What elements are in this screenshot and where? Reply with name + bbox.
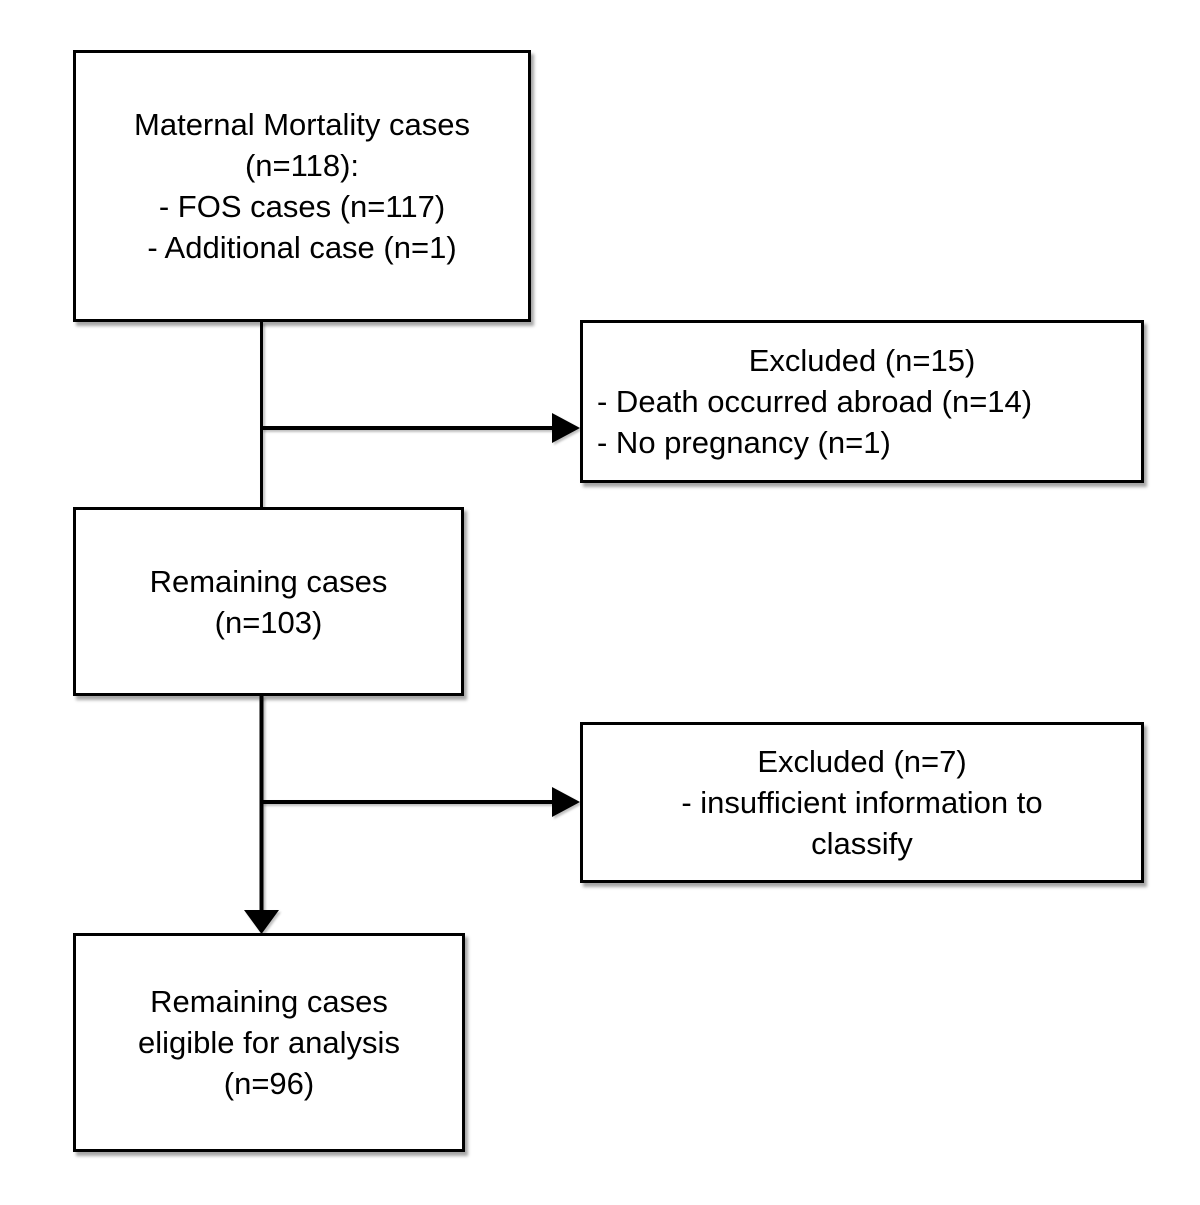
arrowhead-excluded-2-icon: [552, 787, 580, 817]
node-text-line: (n=118):: [244, 148, 360, 183]
node-text-line: (n=103): [214, 604, 323, 640]
node-text-line: - insufficient information to: [681, 785, 1043, 820]
node-text-line: Remaining cases: [150, 984, 388, 1019]
node-remaining-eligible-analysis: Remaining cases eligible for analysis (n…: [73, 933, 465, 1152]
node-list-item: - Death occurred abroad (n=14): [597, 384, 1033, 419]
node-text-line: - FOS cases (n=117): [158, 189, 446, 224]
node-remaining-cases: Remaining cases (n=103): [73, 507, 464, 696]
node-text-line: Maternal Mortality cases: [134, 107, 470, 142]
arrowhead-excluded-1-icon: [552, 413, 580, 443]
node-excluded-7: Excluded (n=7) - insufficient informatio…: [580, 722, 1144, 883]
node-text-line: Remaining cases: [149, 563, 388, 599]
node-text-line: - Additional case (n=1): [147, 230, 457, 265]
node-text-line: (n=96): [223, 1066, 315, 1101]
node-excluded-15: Excluded (n=15) - Death occurred abroad …: [580, 320, 1144, 483]
node-list-item: - No pregnancy (n=1): [597, 425, 891, 460]
node-maternal-mortality-cases: Maternal Mortality cases (n=118): - FOS …: [73, 50, 531, 322]
node-title: Excluded (n=7): [757, 744, 967, 779]
node-title: Excluded (n=15): [748, 343, 976, 378]
arrowhead-final-icon: [244, 910, 279, 934]
node-text-line: classify: [811, 826, 913, 861]
node-text-line: eligible for analysis: [138, 1025, 400, 1060]
